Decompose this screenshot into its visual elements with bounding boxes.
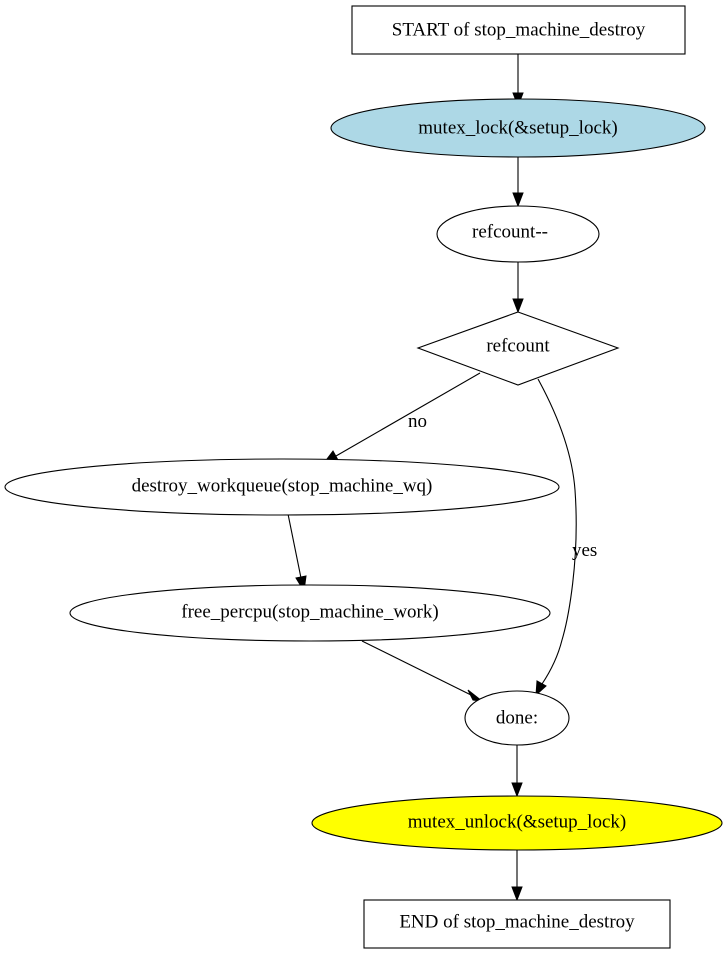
- arrowhead-unlock-to-end: [511, 886, 523, 902]
- node-start-label: START of stop_machine_destroy: [392, 19, 646, 40]
- arrowhead-decrement-to-check: [512, 298, 524, 314]
- arrowhead-lock-to-decrement: [512, 192, 524, 208]
- node-end-label: END of stop_machine_destroy: [399, 911, 635, 932]
- edge-check-to-done: [537, 378, 577, 685]
- node-destroy-wq: destroy_workqueue(stop_machine_wq): [4, 458, 560, 516]
- node-unlock-ellipse: [311, 795, 723, 851]
- node-decrement-ellipse: [436, 205, 600, 263]
- node-unlock-label: mutex_unlock(&setup_lock): [408, 811, 626, 832]
- arrowhead-check-to-done: [535, 680, 547, 697]
- node-decrement: refcount--: [436, 205, 600, 263]
- node-start: START of stop_machine_destroy: [351, 5, 686, 55]
- node-decrement-label: refcount--: [472, 221, 548, 242]
- edge-free-work-to-done: [361, 640, 472, 696]
- nodes: START of stop_machine_destroy mutex_lock…: [4, 5, 723, 949]
- node-unlock: mutex_unlock(&setup_lock): [311, 795, 723, 851]
- node-done: done:: [464, 690, 570, 746]
- node-end-box: [363, 899, 671, 949]
- node-free-work: free_percpu(stop_machine_work): [69, 584, 551, 642]
- node-end: END of stop_machine_destroy: [363, 899, 671, 949]
- edge-label-no: no: [408, 411, 427, 432]
- node-start-box: [351, 5, 686, 55]
- node-check-diamond: [416, 311, 620, 386]
- node-lock-ellipse: [330, 98, 706, 158]
- edge-destroy-wq-to-free-work: [287, 513, 302, 579]
- edge-check-to-destroy-wq: [335, 372, 481, 457]
- node-free-work-label: free_percpu(stop_machine_work): [181, 601, 438, 622]
- node-check-label: refcount: [486, 335, 550, 356]
- node-destroy-wq-ellipse: [4, 458, 560, 516]
- arrowhead-done-to-unlock: [511, 782, 523, 798]
- node-lock-label: mutex_lock(&setup_lock): [418, 117, 617, 138]
- node-free-work-ellipse: [69, 584, 551, 642]
- node-lock: mutex_lock(&setup_lock): [330, 98, 706, 158]
- node-check: refcount: [416, 311, 620, 386]
- node-destroy-wq-label: destroy_workqueue(stop_machine_wq): [132, 475, 433, 496]
- node-done-label: done:: [496, 707, 538, 728]
- edge-label-yes: yes: [572, 540, 597, 561]
- node-done-ellipse: [464, 690, 570, 746]
